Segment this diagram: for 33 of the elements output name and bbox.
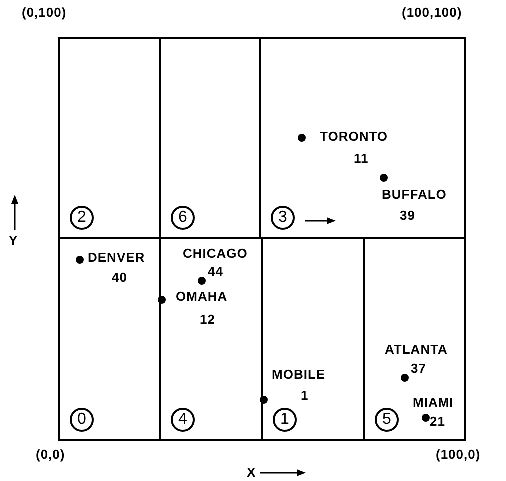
region-cell — [58, 237, 161, 441]
region-cell — [259, 37, 466, 239]
coordinate-label: (100,0) — [436, 448, 481, 461]
city-count: 21 — [430, 415, 446, 428]
city-count: 40 — [112, 271, 128, 284]
region-cell — [363, 237, 466, 441]
region-number: 4 — [171, 408, 195, 432]
region-number: 5 — [375, 408, 399, 432]
city-name: MOBILE — [272, 368, 326, 381]
coordinate-label: (100,100) — [402, 6, 462, 19]
coordinate-label: (0,0) — [36, 448, 66, 461]
region-cell — [58, 37, 161, 239]
city-name: MIAMI — [413, 396, 454, 409]
axis-label: Y — [9, 234, 18, 247]
region-number: 3 — [271, 206, 295, 230]
region-number: 1 — [273, 408, 297, 432]
city-name: CHICAGO — [183, 247, 248, 260]
axis-label: X — [247, 466, 256, 479]
region-number: 6 — [171, 206, 195, 230]
coordinate-label: (0,100) — [22, 6, 67, 19]
region-number: 0 — [70, 408, 94, 432]
city-count: 39 — [400, 209, 416, 222]
city-name: OMAHA — [176, 290, 228, 303]
city-name: ATLANTA — [385, 343, 448, 356]
city-name: TORONTO — [320, 130, 388, 143]
city-name: BUFFALO — [382, 188, 447, 201]
region-number: 2 — [70, 206, 94, 230]
city-count: 12 — [200, 313, 216, 326]
city-count: 37 — [411, 362, 426, 375]
city-count: 44 — [208, 265, 224, 278]
city-name: DENVER — [88, 251, 146, 264]
city-count: 11 — [354, 152, 369, 165]
city-count: 1 — [301, 389, 309, 402]
